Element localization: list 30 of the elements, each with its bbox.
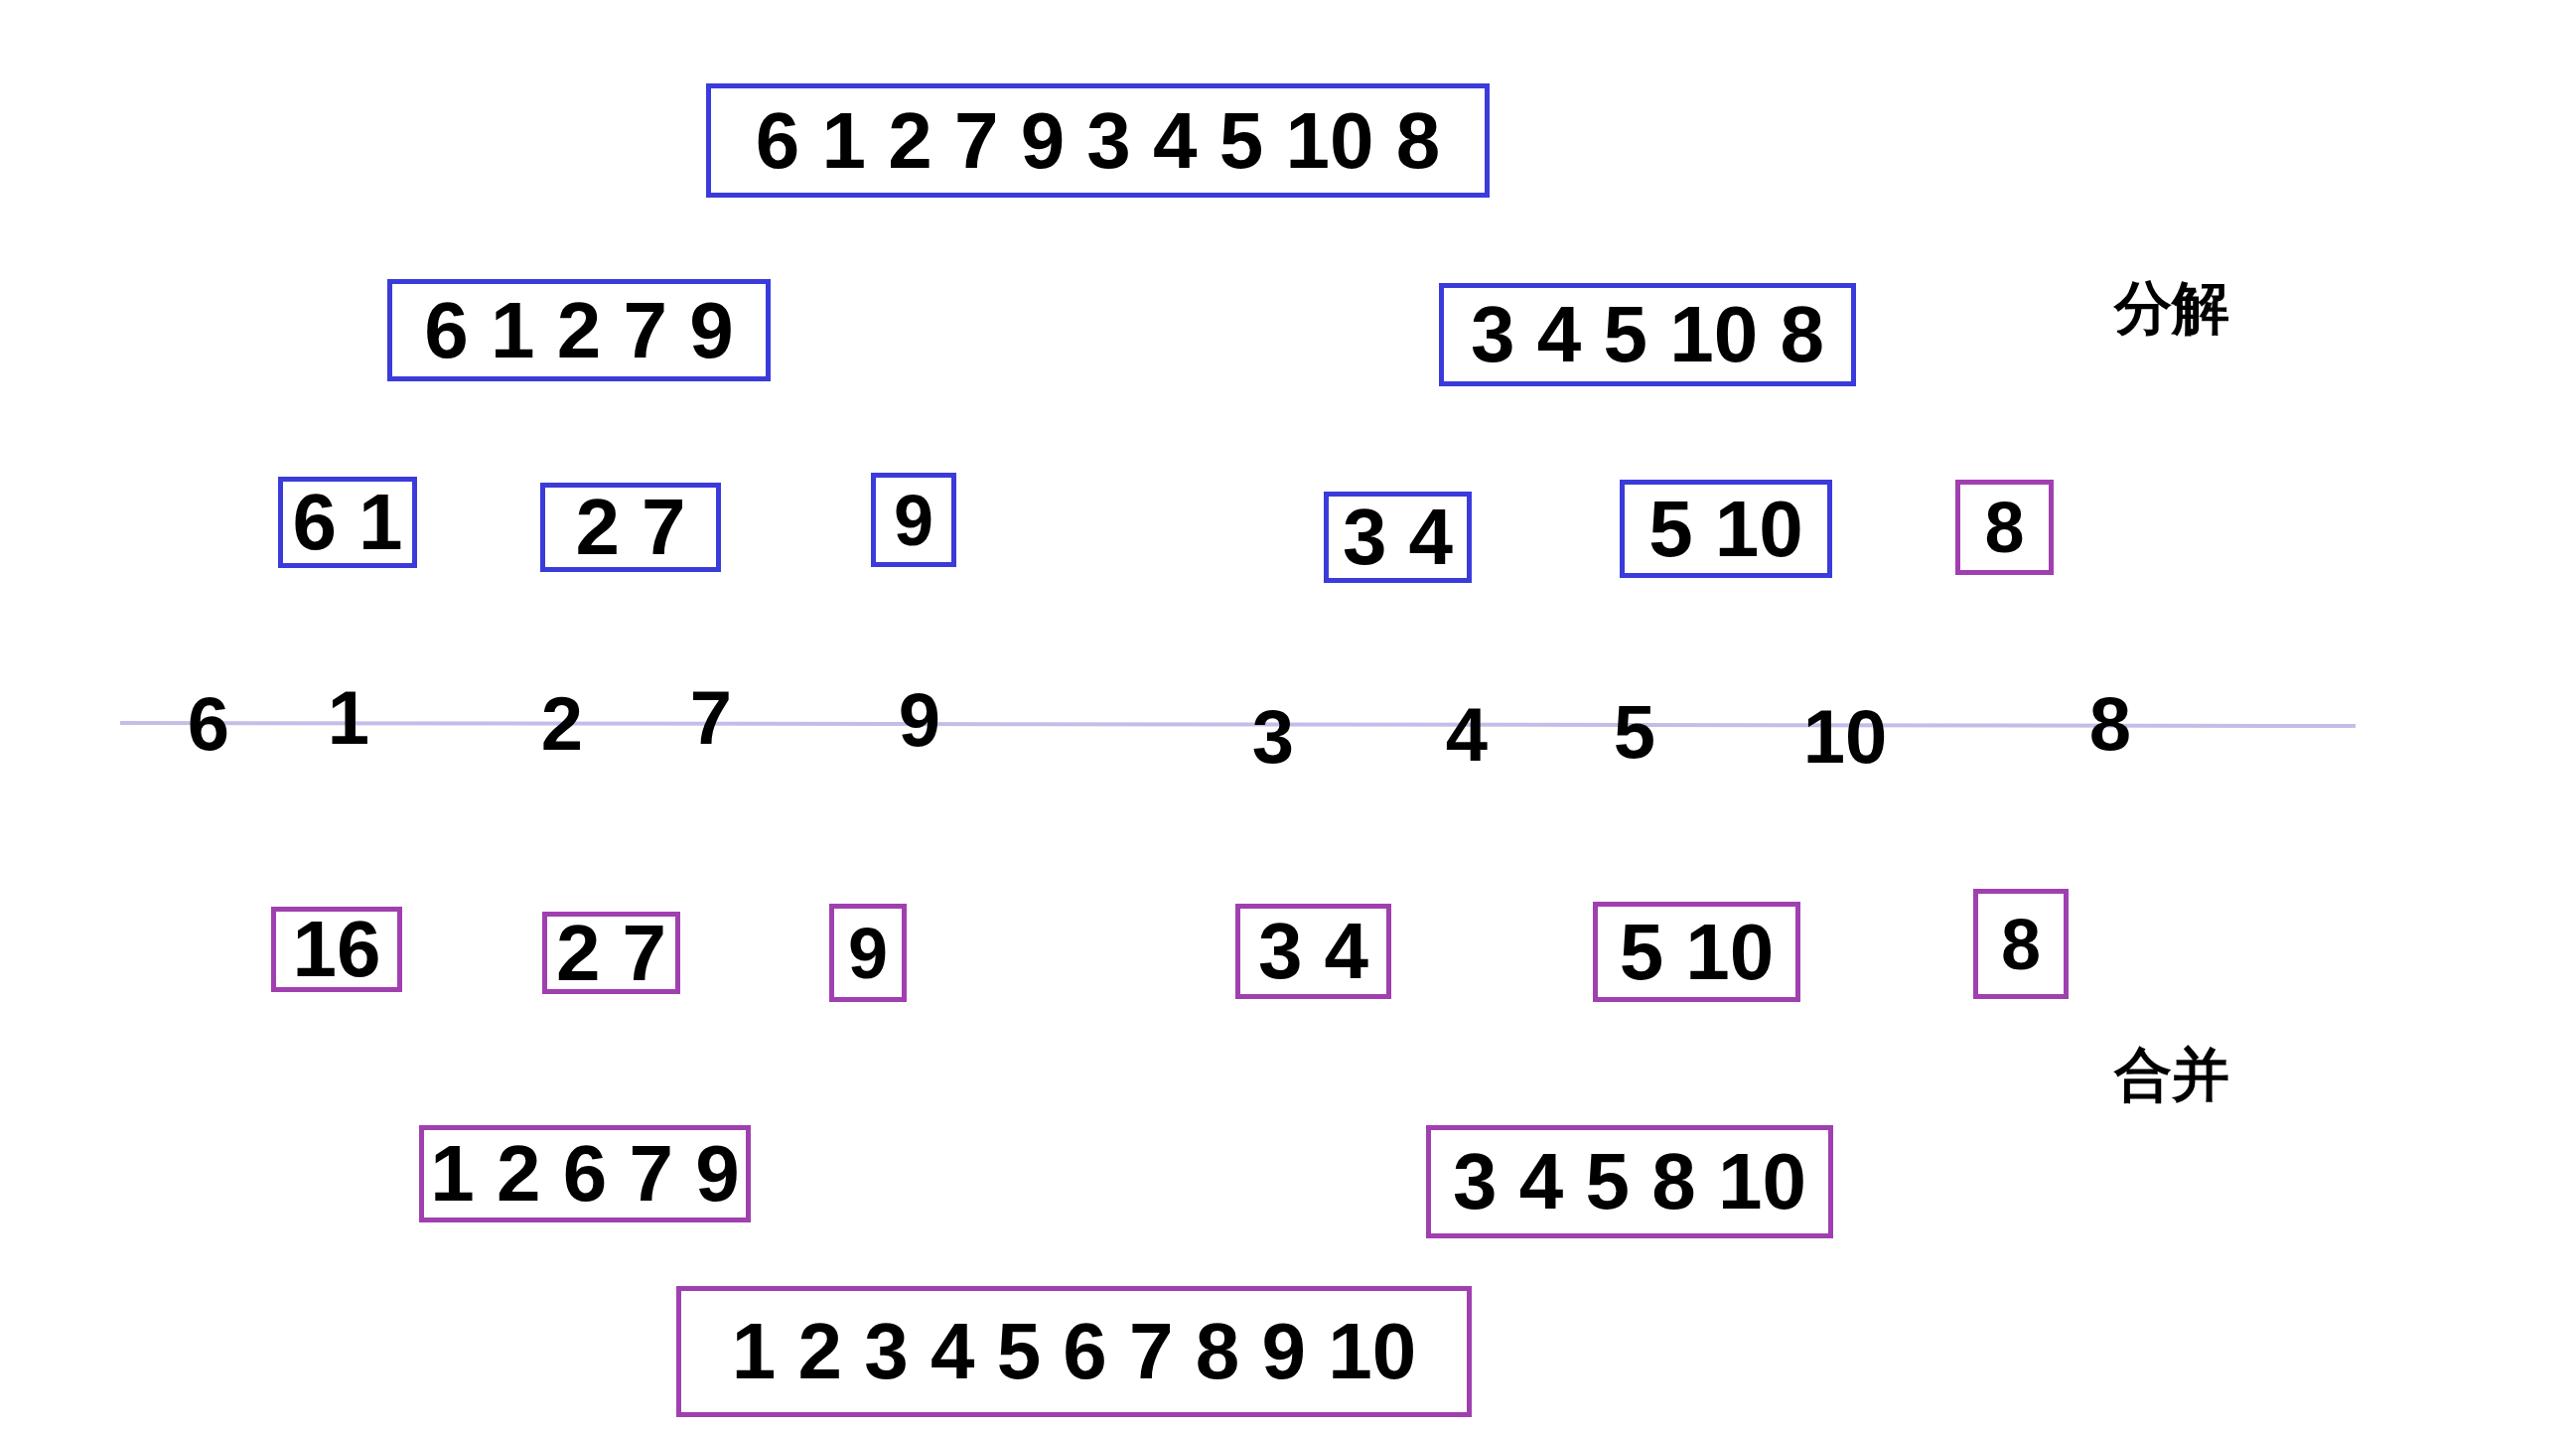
number-box: 1 2 3 4 5 6 7 8 9 10 [676, 1286, 1472, 1417]
number-box: 2 7 [540, 483, 721, 572]
number-box: 9 [871, 473, 956, 567]
number-box: 8 [1973, 889, 2069, 999]
number-box: 1 2 6 7 9 [419, 1125, 751, 1222]
number-box: 5 10 [1593, 902, 1800, 1002]
number-label: 9 [898, 675, 941, 763]
number-box: 2 7 [542, 912, 680, 994]
number-label: 8 [2088, 679, 2132, 767]
number-label: 4 [1445, 690, 1489, 778]
number-label: 1 [327, 673, 370, 761]
number-label: 2 [540, 679, 584, 767]
number-box: 3 4 [1324, 492, 1472, 583]
stage-label: 分解 [2114, 274, 2229, 342]
number-label: 10 [1802, 692, 1888, 780]
number-box: 6 1 2 7 9 [387, 279, 771, 381]
number-box: 8 [1955, 480, 2054, 575]
number-box: 3 4 [1235, 904, 1391, 999]
stage-label: 合并 [2114, 1041, 2229, 1108]
number-label: 6 [187, 679, 230, 767]
number-box: 6 1 2 7 9 3 4 5 10 8 [706, 83, 1490, 198]
number-box: 6 1 [278, 477, 417, 568]
number-label: 3 [1251, 692, 1295, 780]
number-label: 7 [689, 673, 733, 761]
number-box: 5 10 [1620, 480, 1832, 578]
number-box: 3 4 5 8 10 [1426, 1125, 1833, 1238]
number-box: 9 [829, 904, 907, 1002]
number-label: 5 [1613, 687, 1656, 775]
number-box: 16 [271, 907, 402, 992]
number-box: 3 4 5 10 8 [1439, 283, 1856, 386]
